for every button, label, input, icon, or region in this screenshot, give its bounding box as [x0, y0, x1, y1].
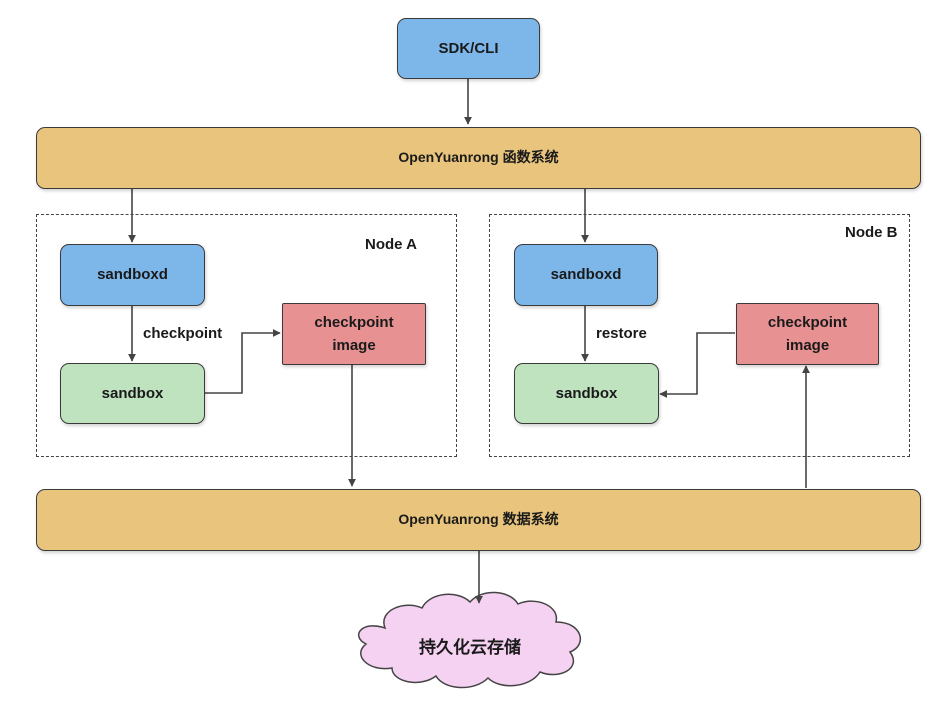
node-b-restore-label: restore — [596, 325, 647, 342]
cloud-shape — [358, 591, 581, 689]
cloud-storage-label: 持久化云存储 — [419, 637, 521, 657]
node-a-label: Node A — [365, 236, 417, 253]
sdk-cli-box: SDK/CLI — [397, 18, 540, 79]
function-system-bar: OpenYuanrong 函数系统 — [36, 127, 921, 189]
arrow-sandbox-to-image-a — [205, 329, 281, 394]
data-system-bar: OpenYuanrong 数据系统 — [36, 489, 921, 551]
node-b-label: Node B — [845, 224, 898, 241]
node-a-sandbox-box: sandbox — [60, 363, 205, 424]
node-b-sandbox-box: sandbox — [514, 363, 659, 424]
node-b-image-line1: checkpoint — [767, 313, 848, 331]
node-a-checkpoint-image-box: checkpoint image — [282, 303, 426, 365]
node-a-image-line2: image — [332, 337, 376, 354]
arrow-image-b-to-sandbox — [659, 332, 735, 398]
node-b-checkpoint-image-box: checkpoint image — [736, 303, 879, 365]
node-a-sandboxd-box: sandboxd — [60, 244, 205, 306]
node-a-checkpoint-label: checkpoint — [143, 325, 223, 342]
node-b-sandboxd-box: sandboxd — [514, 244, 658, 306]
node-a-frame — [36, 214, 457, 457]
node-a-image-line1: checkpoint — [314, 313, 394, 331]
node-b-image-line2: image — [785, 337, 830, 354]
node-b-frame — [489, 214, 910, 457]
